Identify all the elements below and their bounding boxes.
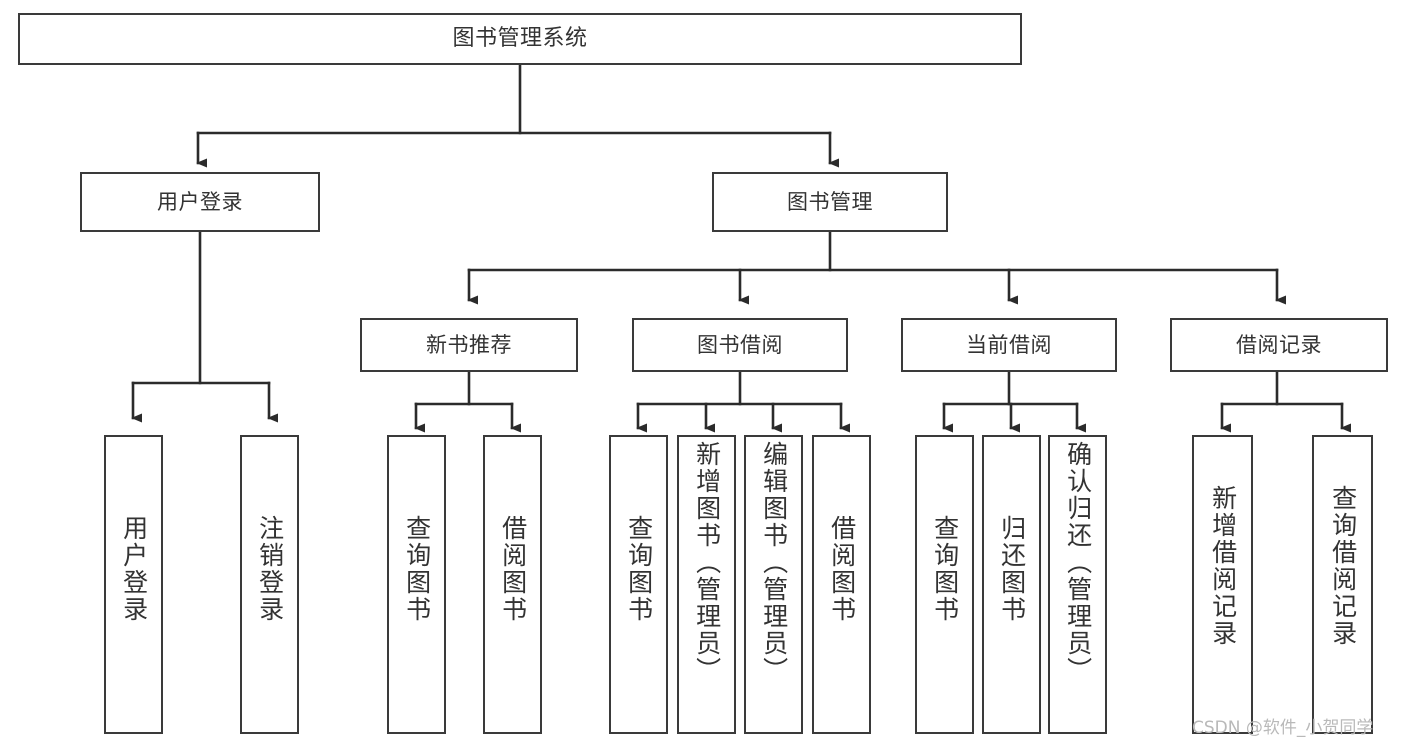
leaf-add-book-admin[interactable]: 新增图书（管理员） — [677, 435, 736, 734]
leaf-query-book-2-label: 查询图书 — [624, 515, 654, 623]
leaf-query-book-3-label: 查询图书 — [930, 515, 960, 623]
leaf-confirm-return-admin[interactable]: 确认归还（管理员） — [1048, 435, 1107, 734]
leaf-edit-book-admin-label: 编辑图书（管理员） — [759, 441, 789, 684]
leaf-query-book-3[interactable]: 查询图书 — [915, 435, 974, 734]
node-root-book-management-system[interactable]: 图书管理系统 — [18, 13, 1022, 65]
watermark-csdn: CSDN @软件_小贺同学 — [1192, 718, 1374, 738]
leaf-user-login[interactable]: 用户登录 — [104, 435, 163, 734]
node-book-management-label: 图书管理 — [787, 189, 873, 214]
leaf-add-borrow-record-label: 新增借阅记录 — [1208, 485, 1238, 647]
leaf-confirm-return-admin-label: 确认归还（管理员） — [1063, 441, 1093, 684]
node-current-borrow[interactable]: 当前借阅 — [901, 318, 1117, 372]
leaf-borrow-book-1[interactable]: 借阅图书 — [483, 435, 542, 734]
leaf-query-book-1[interactable]: 查询图书 — [387, 435, 446, 734]
node-book-borrow-label: 图书借阅 — [697, 332, 783, 357]
node-book-management[interactable]: 图书管理 — [712, 172, 948, 232]
leaf-logout-login-label: 注销登录 — [255, 515, 285, 623]
leaf-borrow-book-2-label: 借阅图书 — [827, 515, 857, 623]
leaf-query-borrow-record-label: 查询借阅记录 — [1328, 485, 1358, 647]
node-new-book-recommend[interactable]: 新书推荐 — [360, 318, 578, 372]
leaf-query-book-2[interactable]: 查询图书 — [609, 435, 668, 734]
node-current-borrow-label: 当前借阅 — [966, 332, 1052, 357]
node-user-login-label: 用户登录 — [157, 189, 243, 214]
leaf-return-book-label: 归还图书 — [997, 515, 1027, 623]
leaf-query-book-1-label: 查询图书 — [402, 515, 432, 623]
node-borrow-record-label: 借阅记录 — [1236, 332, 1322, 357]
leaf-add-borrow-record[interactable]: 新增借阅记录 — [1192, 435, 1253, 734]
leaf-borrow-book-2[interactable]: 借阅图书 — [812, 435, 871, 734]
node-book-borrow[interactable]: 图书借阅 — [632, 318, 848, 372]
leaf-edit-book-admin[interactable]: 编辑图书（管理员） — [744, 435, 803, 734]
leaf-borrow-book-1-label: 借阅图书 — [498, 515, 528, 623]
node-new-book-recommend-label: 新书推荐 — [426, 332, 512, 357]
node-borrow-record[interactable]: 借阅记录 — [1170, 318, 1388, 372]
leaf-user-login-label: 用户登录 — [119, 515, 149, 623]
node-root-label: 图书管理系统 — [452, 26, 588, 52]
leaf-return-book[interactable]: 归还图书 — [982, 435, 1041, 734]
leaf-add-book-admin-label: 新增图书（管理员） — [692, 441, 722, 684]
leaf-logout-login[interactable]: 注销登录 — [240, 435, 299, 734]
node-user-login[interactable]: 用户登录 — [80, 172, 320, 232]
leaf-query-borrow-record[interactable]: 查询借阅记录 — [1312, 435, 1373, 734]
